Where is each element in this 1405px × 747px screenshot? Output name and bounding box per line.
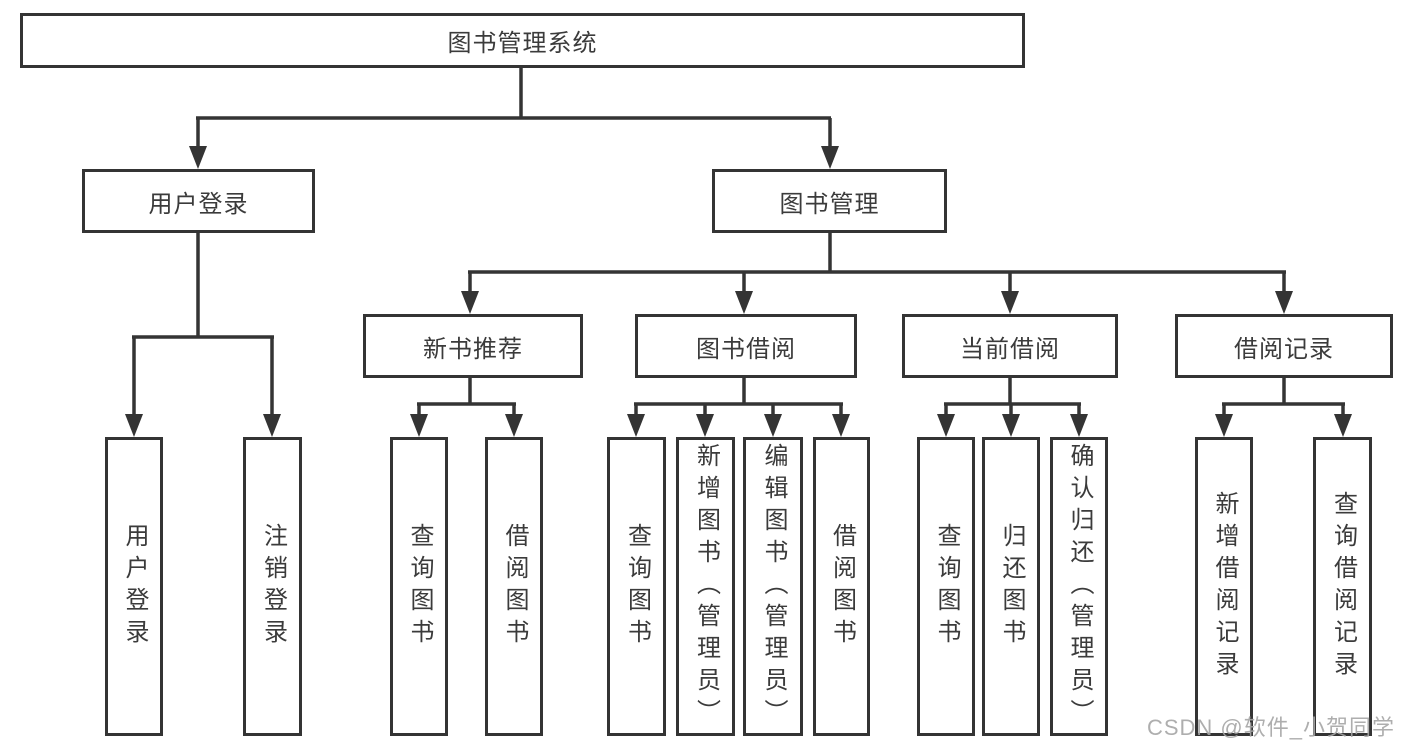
node-current-borrow-label: 当前借阅	[960, 335, 1060, 363]
leaf-current-query-book-label: 查询图书	[933, 522, 960, 651]
node-borrow-record-label: 借阅记录	[1234, 335, 1334, 363]
leaf-user-login-label: 用户登录	[121, 522, 148, 651]
leaf-current-confirm-return-admin: 确认归还（管理员）	[1050, 437, 1108, 736]
node-book-borrow-label: 图书借阅	[696, 335, 796, 363]
leaf-current-confirm-return-admin-label: 确认归还（管理员）	[1066, 442, 1093, 731]
leaf-current-query-book: 查询图书	[917, 437, 975, 736]
leaf-borrow-borrow-book-label: 借阅图书	[828, 522, 856, 651]
leaf-borrow-query-book-label: 查询图书	[623, 522, 651, 651]
node-book-borrow: 图书借阅	[635, 314, 857, 378]
node-user-login-label: 用户登录	[148, 190, 249, 218]
leaf-recommend-query-book: 查询图书	[390, 437, 448, 736]
leaf-record-add-borrow-record: 新增借阅记录	[1195, 437, 1253, 736]
node-root-system: 图书管理系统	[20, 13, 1025, 68]
leaf-record-add-borrow-record-label: 新增借阅记录	[1211, 490, 1238, 683]
leaf-user-login: 用户登录	[105, 437, 163, 736]
leaf-recommend-borrow-book-label: 借阅图书	[501, 522, 528, 651]
leaf-logout: 注销登录	[243, 437, 302, 736]
leaf-current-return-book: 归还图书	[982, 437, 1040, 736]
leaf-borrow-add-book-admin-label: 新增图书（管理员）	[692, 442, 720, 731]
leaf-recommend-borrow-book: 借阅图书	[485, 437, 543, 736]
csdn-watermark: CSDN @软件_小贺同学	[1146, 715, 1395, 740]
leaf-borrow-borrow-book: 借阅图书	[813, 437, 870, 736]
leaf-borrow-edit-book-admin: 编辑图书（管理员）	[743, 437, 803, 736]
node-book-management: 图书管理	[712, 169, 947, 233]
node-new-book-recommend-label: 新书推荐	[423, 335, 523, 363]
leaf-record-query-borrow-record-label: 查询借阅记录	[1329, 490, 1357, 683]
node-borrow-record: 借阅记录	[1175, 314, 1393, 378]
leaf-borrow-edit-book-admin-label: 编辑图书（管理员）	[760, 442, 787, 731]
arrow-heads	[125, 146, 1352, 437]
leaf-record-query-borrow-record: 查询借阅记录	[1313, 437, 1372, 736]
leaf-borrow-add-book-admin: 新增图书（管理员）	[676, 437, 735, 736]
leaf-recommend-query-book-label: 查询图书	[406, 522, 433, 651]
node-new-book-recommend: 新书推荐	[363, 314, 583, 378]
node-user-login: 用户登录	[82, 169, 315, 233]
node-book-management-label: 图书管理	[779, 190, 880, 218]
leaf-borrow-query-book: 查询图书	[607, 437, 666, 736]
node-current-borrow: 当前借阅	[902, 314, 1118, 378]
leaf-logout-label: 注销登录	[259, 522, 287, 651]
leaf-current-return-book-label: 归还图书	[998, 522, 1025, 651]
node-root-system-label: 图书管理系统	[447, 30, 598, 57]
